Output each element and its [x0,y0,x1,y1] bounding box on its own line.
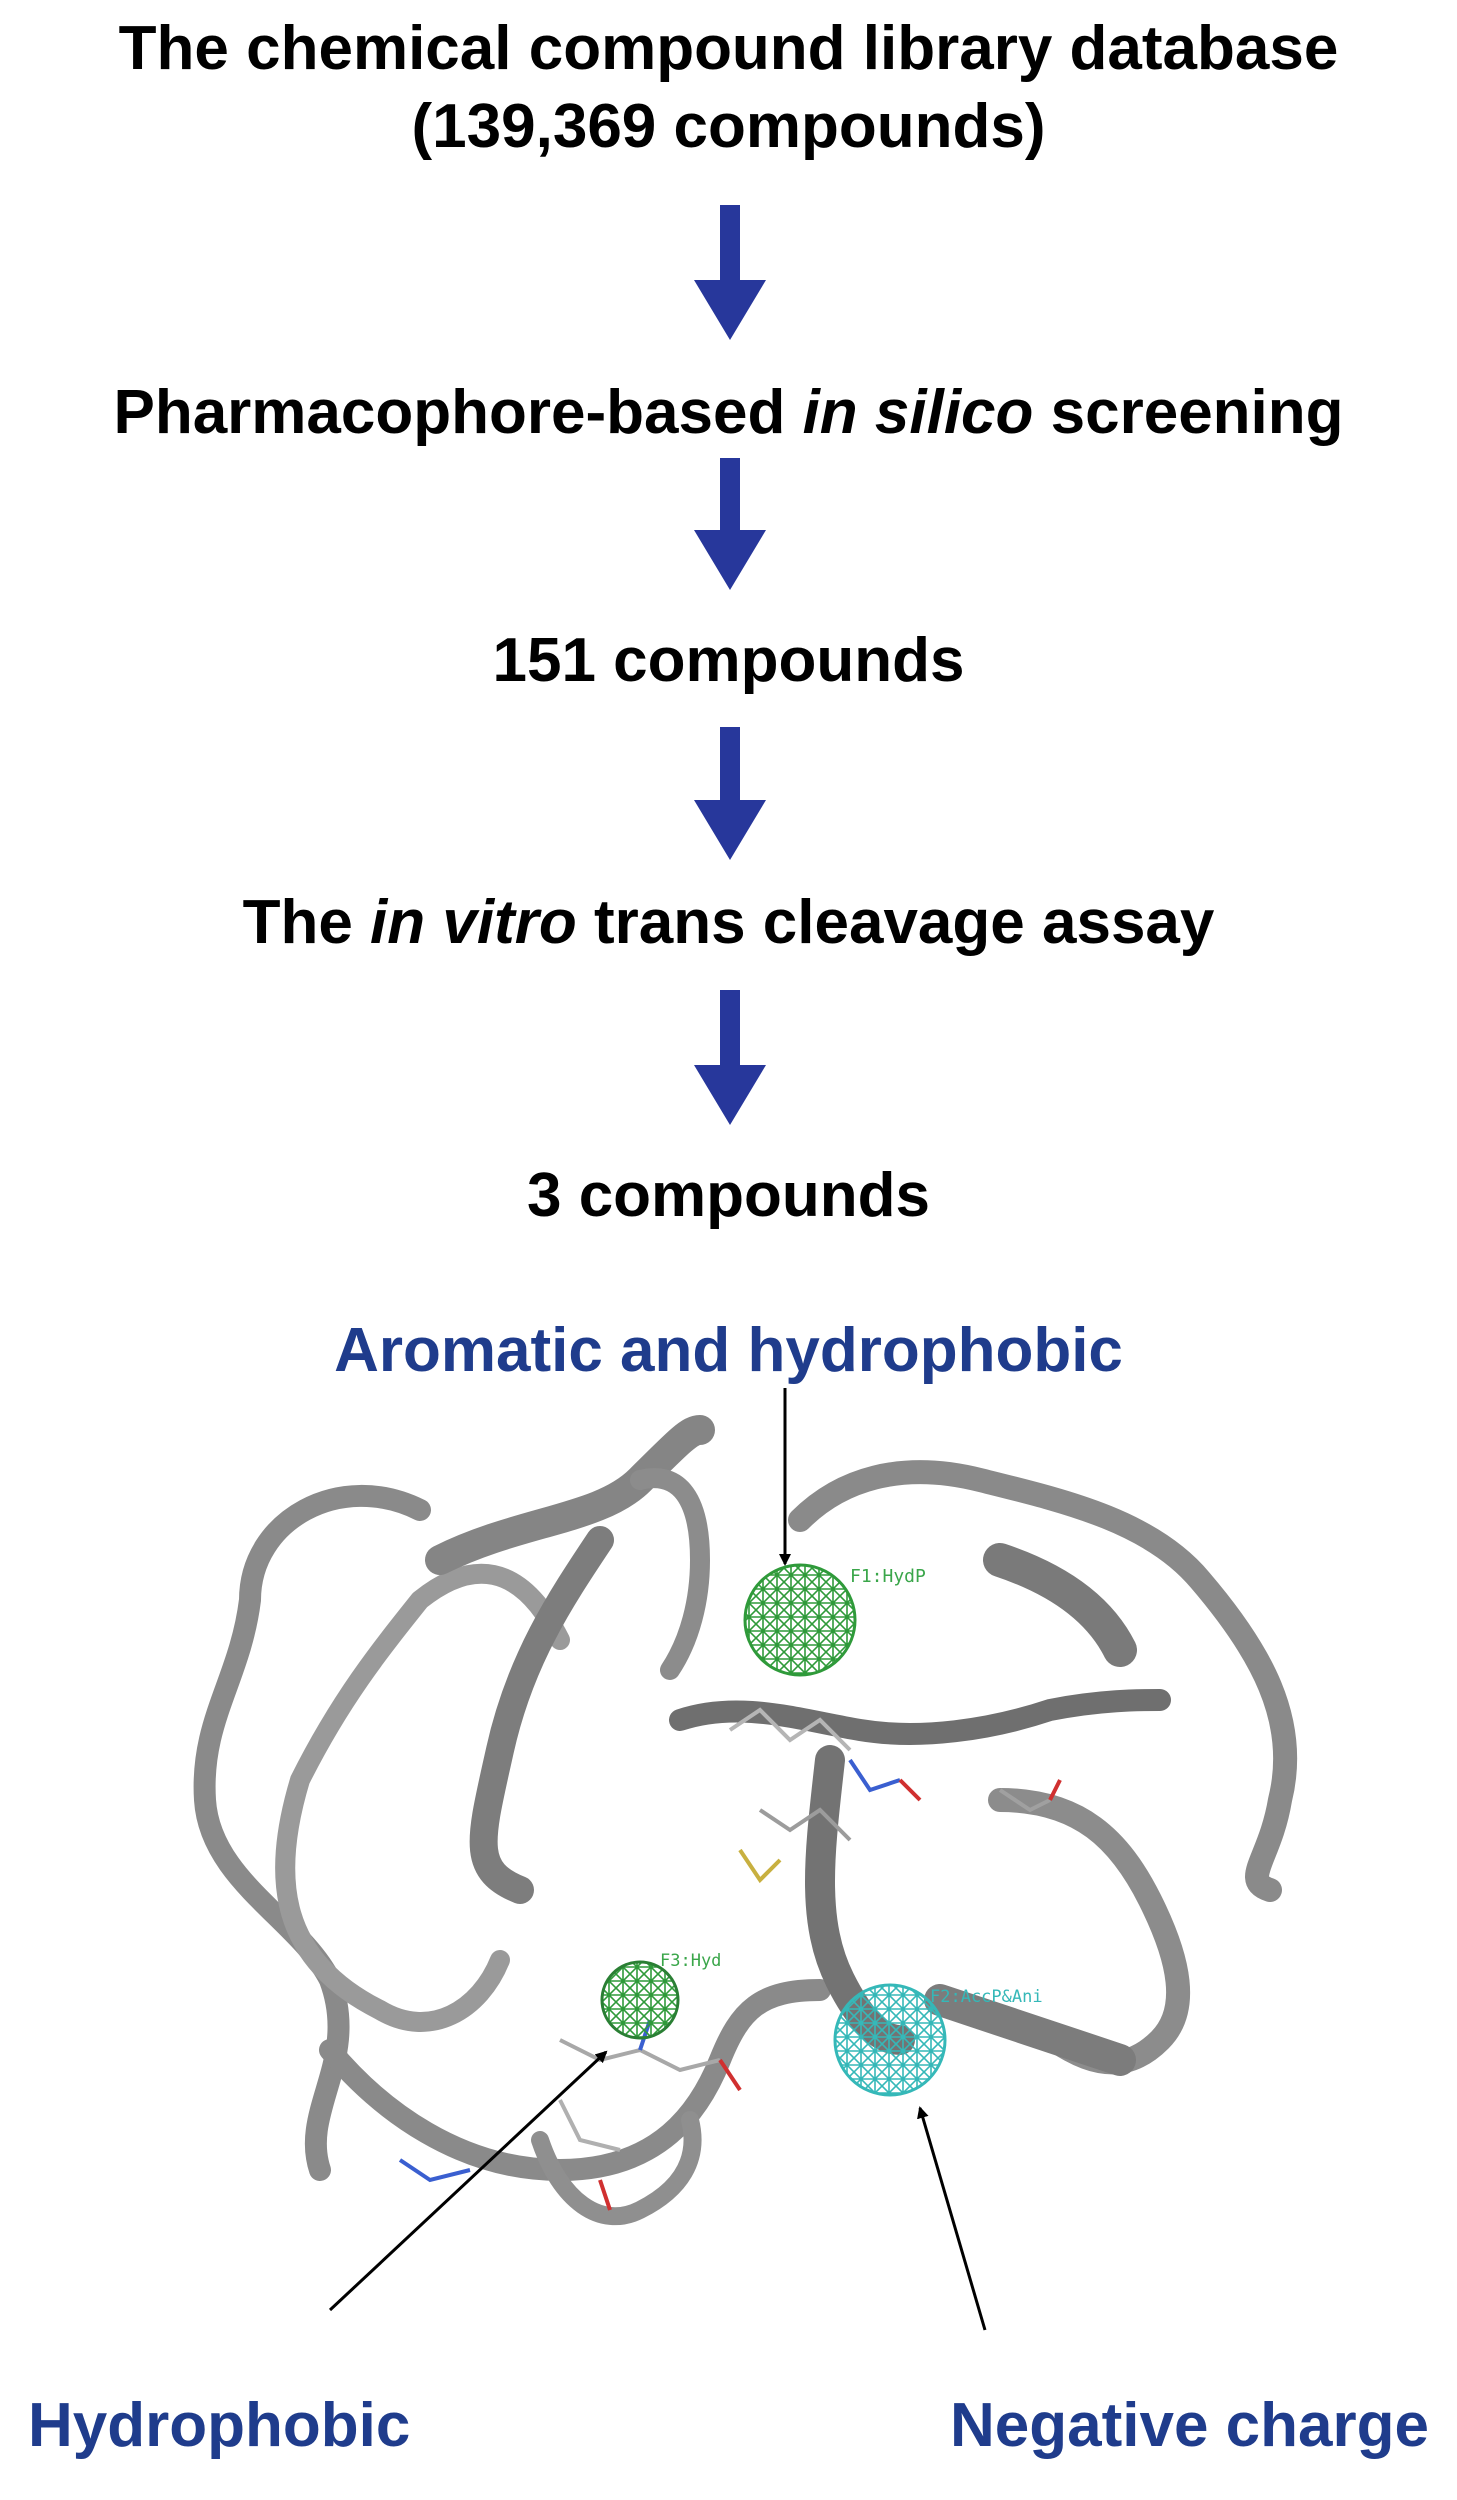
ribbon-loop-bottom [319,1979,831,2181]
step-pharmacophore-screening: Pharmacophore-based in silico screening [0,382,1457,444]
step-pharmacophore-italic: in silico [802,378,1034,447]
feature2-tag: F2:AccP&Ani [930,1987,1043,2007]
step-pharmacophore-pre: Pharmacophore-based [113,378,803,447]
flow-arrow-1 [694,205,766,340]
ribbon-loop-top-right [788,1460,1298,1902]
step-library-database-count: (139,369 compounds) [411,92,1046,161]
ribbon-loop-left-inner [275,1563,570,2032]
step-pharmacophore-post: screening [1033,378,1344,447]
label-negative-charge: Negative charge [950,2391,1429,2460]
step-library-database: The chemical compound library database (… [0,18,1457,158]
ribbon-loop-top [630,1468,710,1680]
label-aromatic-hydrophobic: Aromatic and hydrophobic [334,1316,1123,1385]
feature-negative-charge: F2:AccP&Ani [833,1983,1043,2097]
step-3-compounds: 3 compounds [0,1165,1457,1227]
pointer-negative-charge [917,2106,987,2331]
step-library-database-title: The chemical compound library database [118,14,1339,83]
feature-aromatic-hydrophobic: F1:HydP [743,1563,926,1677]
feature1-tag: F1:HydP [850,1566,926,1587]
ribbon-loop-left [193,1484,431,2181]
ribbon-strand-left [469,1526,614,1904]
ribbon-strand-top-left [425,1415,715,1575]
step-assay-italic: in vitro [370,888,577,957]
ribbon-loop-bottom-small [531,2111,702,2226]
ribbon-strand-top-right [983,1543,1137,1667]
step-151-compounds: 151 compounds [0,630,1457,692]
feature-hydrophobic: F3:Hyd [600,1951,721,2040]
protein-ribbon-structure [193,1415,1298,2226]
flow-arrow-4 [694,990,766,1125]
feature3-tag: F3:Hyd [660,1951,721,1971]
step-3-compounds-text: 3 compounds [526,1161,931,1230]
flow-arrow-2 [694,458,766,590]
step-151-compounds-text: 151 compounds [492,626,965,695]
ligand-sticks [398,1707,1062,2211]
step-assay-pre: The [242,888,371,957]
ribbon-strand-bottom-right [924,1984,1136,2076]
label-hydrophobic: Hydrophobic [28,2391,411,2460]
pointer-hydrophobic [328,2050,608,2312]
step-in-vitro-assay: The in vitro trans cleavage assay [0,892,1457,954]
step-assay-post: trans cleavage assay [576,888,1215,957]
flow-arrow-3 [694,727,766,860]
